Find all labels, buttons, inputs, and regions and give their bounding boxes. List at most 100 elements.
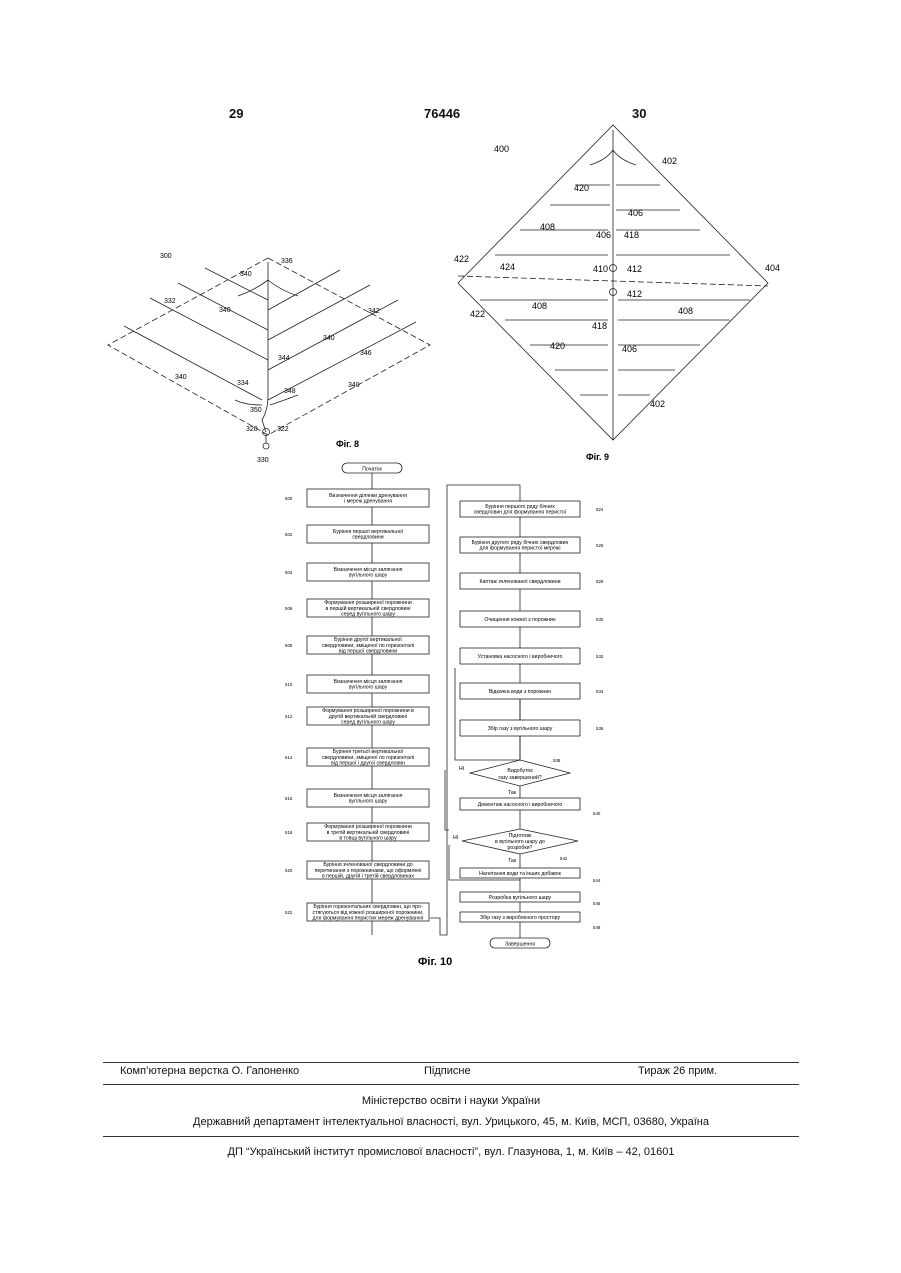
circulation-note: Тираж 26 прим. bbox=[638, 1065, 717, 1077]
step-line: серед вугільного шару bbox=[341, 720, 395, 726]
ref-label: 350 bbox=[250, 407, 262, 414]
decision-2-yes: Так bbox=[508, 858, 517, 864]
ref-label: 402 bbox=[650, 399, 665, 409]
step-line: свердловини bbox=[352, 535, 383, 541]
ref-label: 422 bbox=[454, 254, 469, 264]
figure-8-caption: Фіг. 8 bbox=[336, 439, 359, 449]
step-line: для формування перистих мереж дренування bbox=[313, 916, 424, 922]
ref-label: 340 bbox=[219, 307, 231, 314]
ref-label: 340 bbox=[175, 374, 187, 381]
ref-label: 418 bbox=[624, 230, 639, 240]
ref-label: 402 bbox=[662, 156, 677, 166]
step-540-label: Демонтаж насосного і виробничого bbox=[478, 802, 563, 808]
step-ref: 520 bbox=[285, 868, 293, 873]
flowchart-decisions: Видобуток газу завершений? 538 НІ Так Де… bbox=[453, 758, 601, 930]
step-ref: 532 bbox=[596, 654, 604, 659]
step-ref: 524 bbox=[596, 507, 604, 512]
ref-label: 336 bbox=[281, 258, 293, 265]
decision-1-line-2: газу завершений? bbox=[498, 774, 541, 781]
step-548-ref: 548 bbox=[593, 925, 601, 930]
flowchart-step: Визначення місця заляганнявугільного шар… bbox=[285, 789, 429, 807]
ref-label: 342 bbox=[368, 308, 380, 315]
step-ref: 526 bbox=[596, 543, 604, 548]
step-line: Очищення кожної з порожнин bbox=[484, 617, 555, 623]
step-line: вугільного шару bbox=[349, 573, 388, 579]
decision-2-ref: 542 bbox=[560, 856, 568, 861]
decision-1-ref: 538 bbox=[553, 758, 561, 763]
step-line: для формування перистої мережі bbox=[479, 546, 560, 552]
ref-label: 412 bbox=[627, 264, 642, 274]
flowchart-step: Формування розширеної порожнинив першій … bbox=[285, 599, 429, 618]
footer-rule-middle bbox=[103, 1084, 799, 1085]
flowchart-step: Буріння першої вертикальноїсвердловини50… bbox=[285, 525, 429, 543]
step-ref: 534 bbox=[596, 689, 604, 694]
figure-10-caption: Фіг. 10 bbox=[418, 956, 452, 968]
step-line: і мереж дренування bbox=[344, 499, 392, 505]
step-546-ref: 546 bbox=[593, 901, 601, 906]
step-line: Відкачка води з порожнин bbox=[489, 689, 551, 695]
flowchart-step: Каптаж зчленованої свердловини 528 bbox=[460, 573, 604, 589]
institute-line: ДП “Український інститут промислової вла… bbox=[103, 1146, 799, 1158]
decision-1-yes: Так bbox=[508, 790, 517, 796]
department-line: Державний департамент інтелектуальної вл… bbox=[103, 1116, 799, 1128]
flowchart-step: Буріння другої вертикальноїсвердловини, … bbox=[285, 636, 429, 655]
step-540-ref: 540 bbox=[593, 811, 601, 816]
decision-2-line-3: розробки? bbox=[508, 845, 533, 851]
ref-label: 406 bbox=[628, 208, 643, 218]
step-ref: 518 bbox=[285, 830, 293, 835]
ref-label: 340 bbox=[323, 335, 335, 342]
flowchart-start: Початок bbox=[362, 467, 382, 473]
step-ref: 510 bbox=[285, 682, 293, 687]
flowchart-step: Визначення місця заляганнявугільного шар… bbox=[285, 563, 429, 581]
ref-label: 418 bbox=[592, 321, 607, 331]
step-line: свердловин для формування перистої bbox=[474, 510, 567, 516]
footer-rule-top bbox=[103, 1062, 799, 1063]
ref-label: 422 bbox=[470, 309, 485, 319]
typesetting-credit: Комп’ютерна верстка О. Гапоненко bbox=[120, 1065, 299, 1077]
step-line: від першої і другої свердловин bbox=[331, 761, 405, 767]
flowchart-step: Установка насосного і виробничого 532 bbox=[460, 648, 604, 664]
step-line: Каптаж зчленованої свердловини bbox=[480, 579, 561, 585]
ref-label: 404 bbox=[765, 263, 780, 273]
ref-label: 420 bbox=[574, 183, 589, 193]
flowchart-step: Буріння другого ряду бічних свердловиндл… bbox=[460, 537, 604, 553]
flowchart-left-column: Визначення ділянки дренуванняі мереж дре… bbox=[285, 489, 429, 922]
step-line: від першої свердловини bbox=[339, 649, 397, 655]
step-line: вугільного шару bbox=[349, 799, 388, 805]
ref-label: 400 bbox=[494, 144, 509, 154]
step-line: Збір газу з вугільного шару bbox=[488, 726, 553, 732]
ref-label: 408 bbox=[532, 301, 547, 311]
step-line: серед вугільного шару bbox=[341, 612, 395, 618]
ref-label: 340 bbox=[348, 382, 360, 389]
flowchart-step: Буріння зчленованої свердловини доперети… bbox=[285, 861, 429, 880]
flowchart-end: Завершення bbox=[505, 942, 535, 948]
ref-label: 346 bbox=[360, 350, 372, 357]
flowchart-step: Визначення місця заляганнявугільного шар… bbox=[285, 675, 429, 693]
ref-label: 424 bbox=[500, 262, 515, 272]
flowchart-step: Збір газу з вугільного шару 536 bbox=[460, 720, 604, 736]
ref-label: 332 bbox=[164, 298, 176, 305]
step-546-label: Розробка вугільного шару bbox=[489, 895, 552, 901]
step-line: Установка насосного і виробничого bbox=[478, 654, 563, 660]
ref-label: 410 bbox=[593, 264, 608, 274]
ref-label: 348 bbox=[284, 388, 296, 395]
ref-label: 300 bbox=[160, 253, 172, 260]
step-ref: 512 bbox=[285, 714, 293, 719]
flowchart-step: Буріння третьої вертикальноїсвердловини,… bbox=[285, 748, 429, 767]
step-ref: 528 bbox=[596, 579, 604, 584]
ministry-line: Міністерство освіти і науки України bbox=[103, 1095, 799, 1107]
ref-label: 334 bbox=[237, 380, 249, 387]
ref-label: 412 bbox=[627, 289, 642, 299]
step-548-label: Збір газу з виробленого простору bbox=[480, 915, 560, 921]
flowchart-step: Буріння горизонтальних свердловин, що пр… bbox=[285, 903, 429, 922]
step-ref: 536 bbox=[596, 726, 604, 731]
step-544-ref: 544 bbox=[593, 878, 601, 883]
ref-label: 408 bbox=[678, 306, 693, 316]
flowchart-right-column: Буріння першого ряду бічнихсвердловин дл… bbox=[460, 501, 604, 736]
flowchart-step: Очищення кожної з порожнин530 bbox=[460, 611, 604, 627]
flowchart-step: Формування розширеної порожнини вдругій … bbox=[285, 707, 429, 726]
ref-label: 340 bbox=[240, 271, 252, 278]
ref-label: 320 bbox=[246, 426, 258, 433]
step-ref: 522 bbox=[285, 910, 293, 915]
